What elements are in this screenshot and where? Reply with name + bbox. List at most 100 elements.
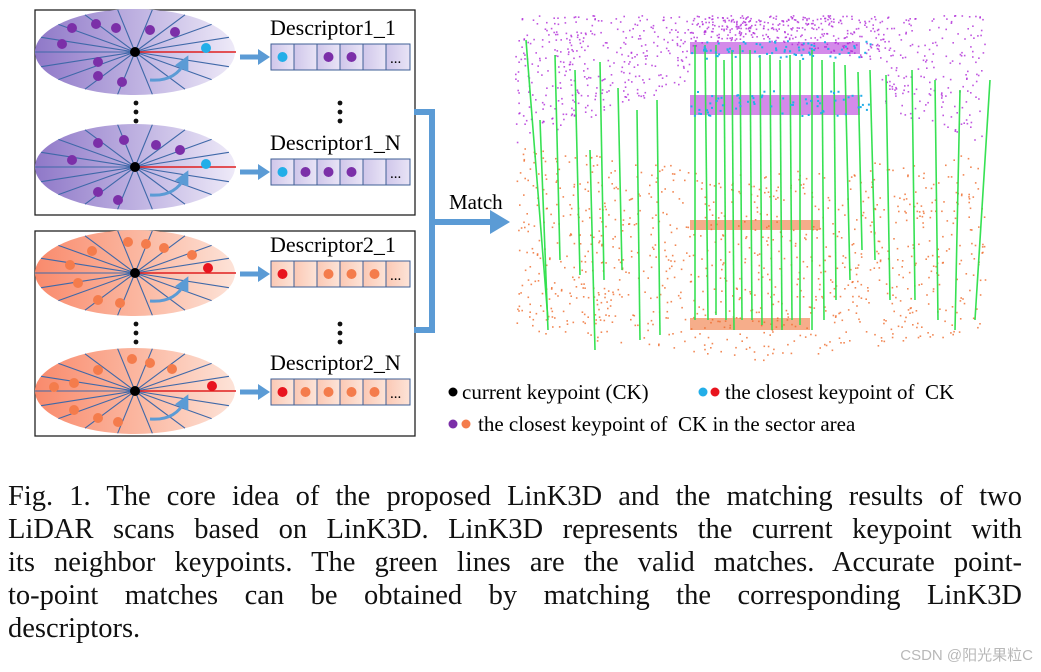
scan2-point bbox=[878, 267, 881, 269]
scan1-point bbox=[694, 40, 697, 42]
scan2-point bbox=[667, 259, 670, 261]
scan1-point bbox=[644, 63, 647, 65]
scan1-point bbox=[941, 97, 943, 99]
scan1-point bbox=[550, 27, 553, 30]
scan1-point bbox=[525, 119, 528, 122]
scan1-point bbox=[643, 30, 645, 32]
scan2-point bbox=[753, 201, 756, 203]
scan1-point bbox=[965, 119, 968, 121]
scan1-point bbox=[570, 44, 573, 47]
scan2-point bbox=[682, 202, 684, 204]
scan1-point bbox=[790, 16, 792, 18]
scan2-point bbox=[605, 208, 607, 211]
scan1-point bbox=[587, 45, 589, 48]
scan1-point bbox=[945, 28, 947, 31]
scan2-point bbox=[748, 247, 751, 249]
scan2-point bbox=[542, 310, 545, 312]
scan1-point bbox=[797, 21, 800, 24]
scan1-point bbox=[644, 91, 647, 94]
scan1-point bbox=[846, 15, 848, 18]
scan2-point bbox=[574, 157, 577, 159]
scan1-point bbox=[941, 92, 943, 94]
scan2-point bbox=[891, 286, 894, 289]
scan1-point bbox=[745, 27, 748, 30]
scan1-point bbox=[872, 24, 874, 26]
scan2-point bbox=[815, 295, 817, 298]
scan2-point bbox=[544, 174, 547, 176]
match-line bbox=[769, 54, 773, 331]
scan2-point bbox=[825, 344, 828, 347]
scan1-point bbox=[584, 106, 587, 109]
scan2-point bbox=[792, 229, 795, 232]
scan2-point bbox=[905, 212, 907, 214]
cyan-endpoint bbox=[728, 47, 731, 50]
scan1-point bbox=[551, 85, 554, 87]
scan1-point bbox=[518, 112, 520, 115]
scan1-point bbox=[883, 33, 885, 36]
scan2-point bbox=[597, 336, 599, 339]
scan1-point bbox=[574, 16, 577, 18]
scan1-point bbox=[772, 23, 774, 26]
sector-spoke bbox=[134, 51, 186, 90]
scan1-point bbox=[969, 114, 971, 116]
scan2-point bbox=[919, 215, 921, 217]
cyan-endpoint bbox=[698, 112, 701, 115]
scan2-point bbox=[666, 213, 668, 216]
cyan-endpoint bbox=[816, 96, 819, 98]
neighbor-keypoint-dot bbox=[93, 71, 103, 81]
scan1-point bbox=[692, 32, 694, 34]
legend-closest-red-dot bbox=[710, 387, 720, 397]
scan2-point bbox=[568, 161, 571, 163]
scan2-point bbox=[598, 240, 601, 242]
descriptor-cell bbox=[362, 158, 387, 186]
scan2-point bbox=[721, 290, 723, 292]
scan1-point bbox=[674, 22, 677, 25]
scan2-point bbox=[930, 187, 933, 190]
scan2-point bbox=[672, 191, 674, 193]
scan1-point bbox=[637, 64, 639, 66]
scan2-point bbox=[970, 166, 972, 168]
scan1-point bbox=[930, 88, 932, 90]
scan2-point bbox=[557, 295, 559, 297]
scan1-point bbox=[557, 100, 560, 102]
scan1-point bbox=[804, 17, 806, 19]
scan2-point bbox=[722, 262, 725, 264]
scan2-point bbox=[970, 253, 973, 255]
scan2-point bbox=[925, 258, 927, 260]
scan2-point bbox=[611, 183, 613, 185]
scan1-point bbox=[623, 15, 625, 18]
scan2-point bbox=[604, 296, 606, 299]
scan1-point bbox=[698, 16, 700, 18]
descriptor-cell-dot bbox=[323, 387, 334, 397]
scan1-point bbox=[718, 25, 720, 28]
cyan-endpoint bbox=[741, 50, 744, 53]
scan2-point bbox=[629, 217, 631, 219]
scan1-point bbox=[518, 102, 520, 105]
scan1-point bbox=[945, 55, 948, 58]
scan1-point bbox=[562, 61, 565, 64]
scan2-point bbox=[748, 183, 750, 186]
scan2-structure bbox=[690, 318, 810, 330]
cyan-endpoint bbox=[844, 45, 847, 48]
cyan-endpoint bbox=[807, 114, 810, 116]
scan2-point bbox=[893, 195, 896, 198]
scan2-point bbox=[761, 276, 764, 278]
closest-keypoint-dot bbox=[201, 43, 211, 53]
scan2-point bbox=[972, 274, 975, 276]
scan1-point bbox=[628, 99, 630, 101]
scan2-point bbox=[754, 294, 756, 296]
scan2-point bbox=[545, 178, 548, 180]
scan2-point bbox=[945, 164, 947, 167]
scan1-point bbox=[632, 28, 634, 30]
scan2-point bbox=[573, 183, 576, 186]
scan1-point bbox=[693, 36, 695, 39]
scan2-point bbox=[536, 204, 539, 207]
scan1-point bbox=[531, 63, 534, 65]
scan1-point bbox=[625, 96, 628, 98]
scan1-point bbox=[867, 49, 870, 51]
scan2-point bbox=[887, 250, 889, 252]
scan1-point bbox=[625, 37, 627, 39]
scan1-point bbox=[967, 90, 969, 92]
scan2-point bbox=[688, 255, 691, 257]
scan1-point bbox=[822, 35, 825, 37]
